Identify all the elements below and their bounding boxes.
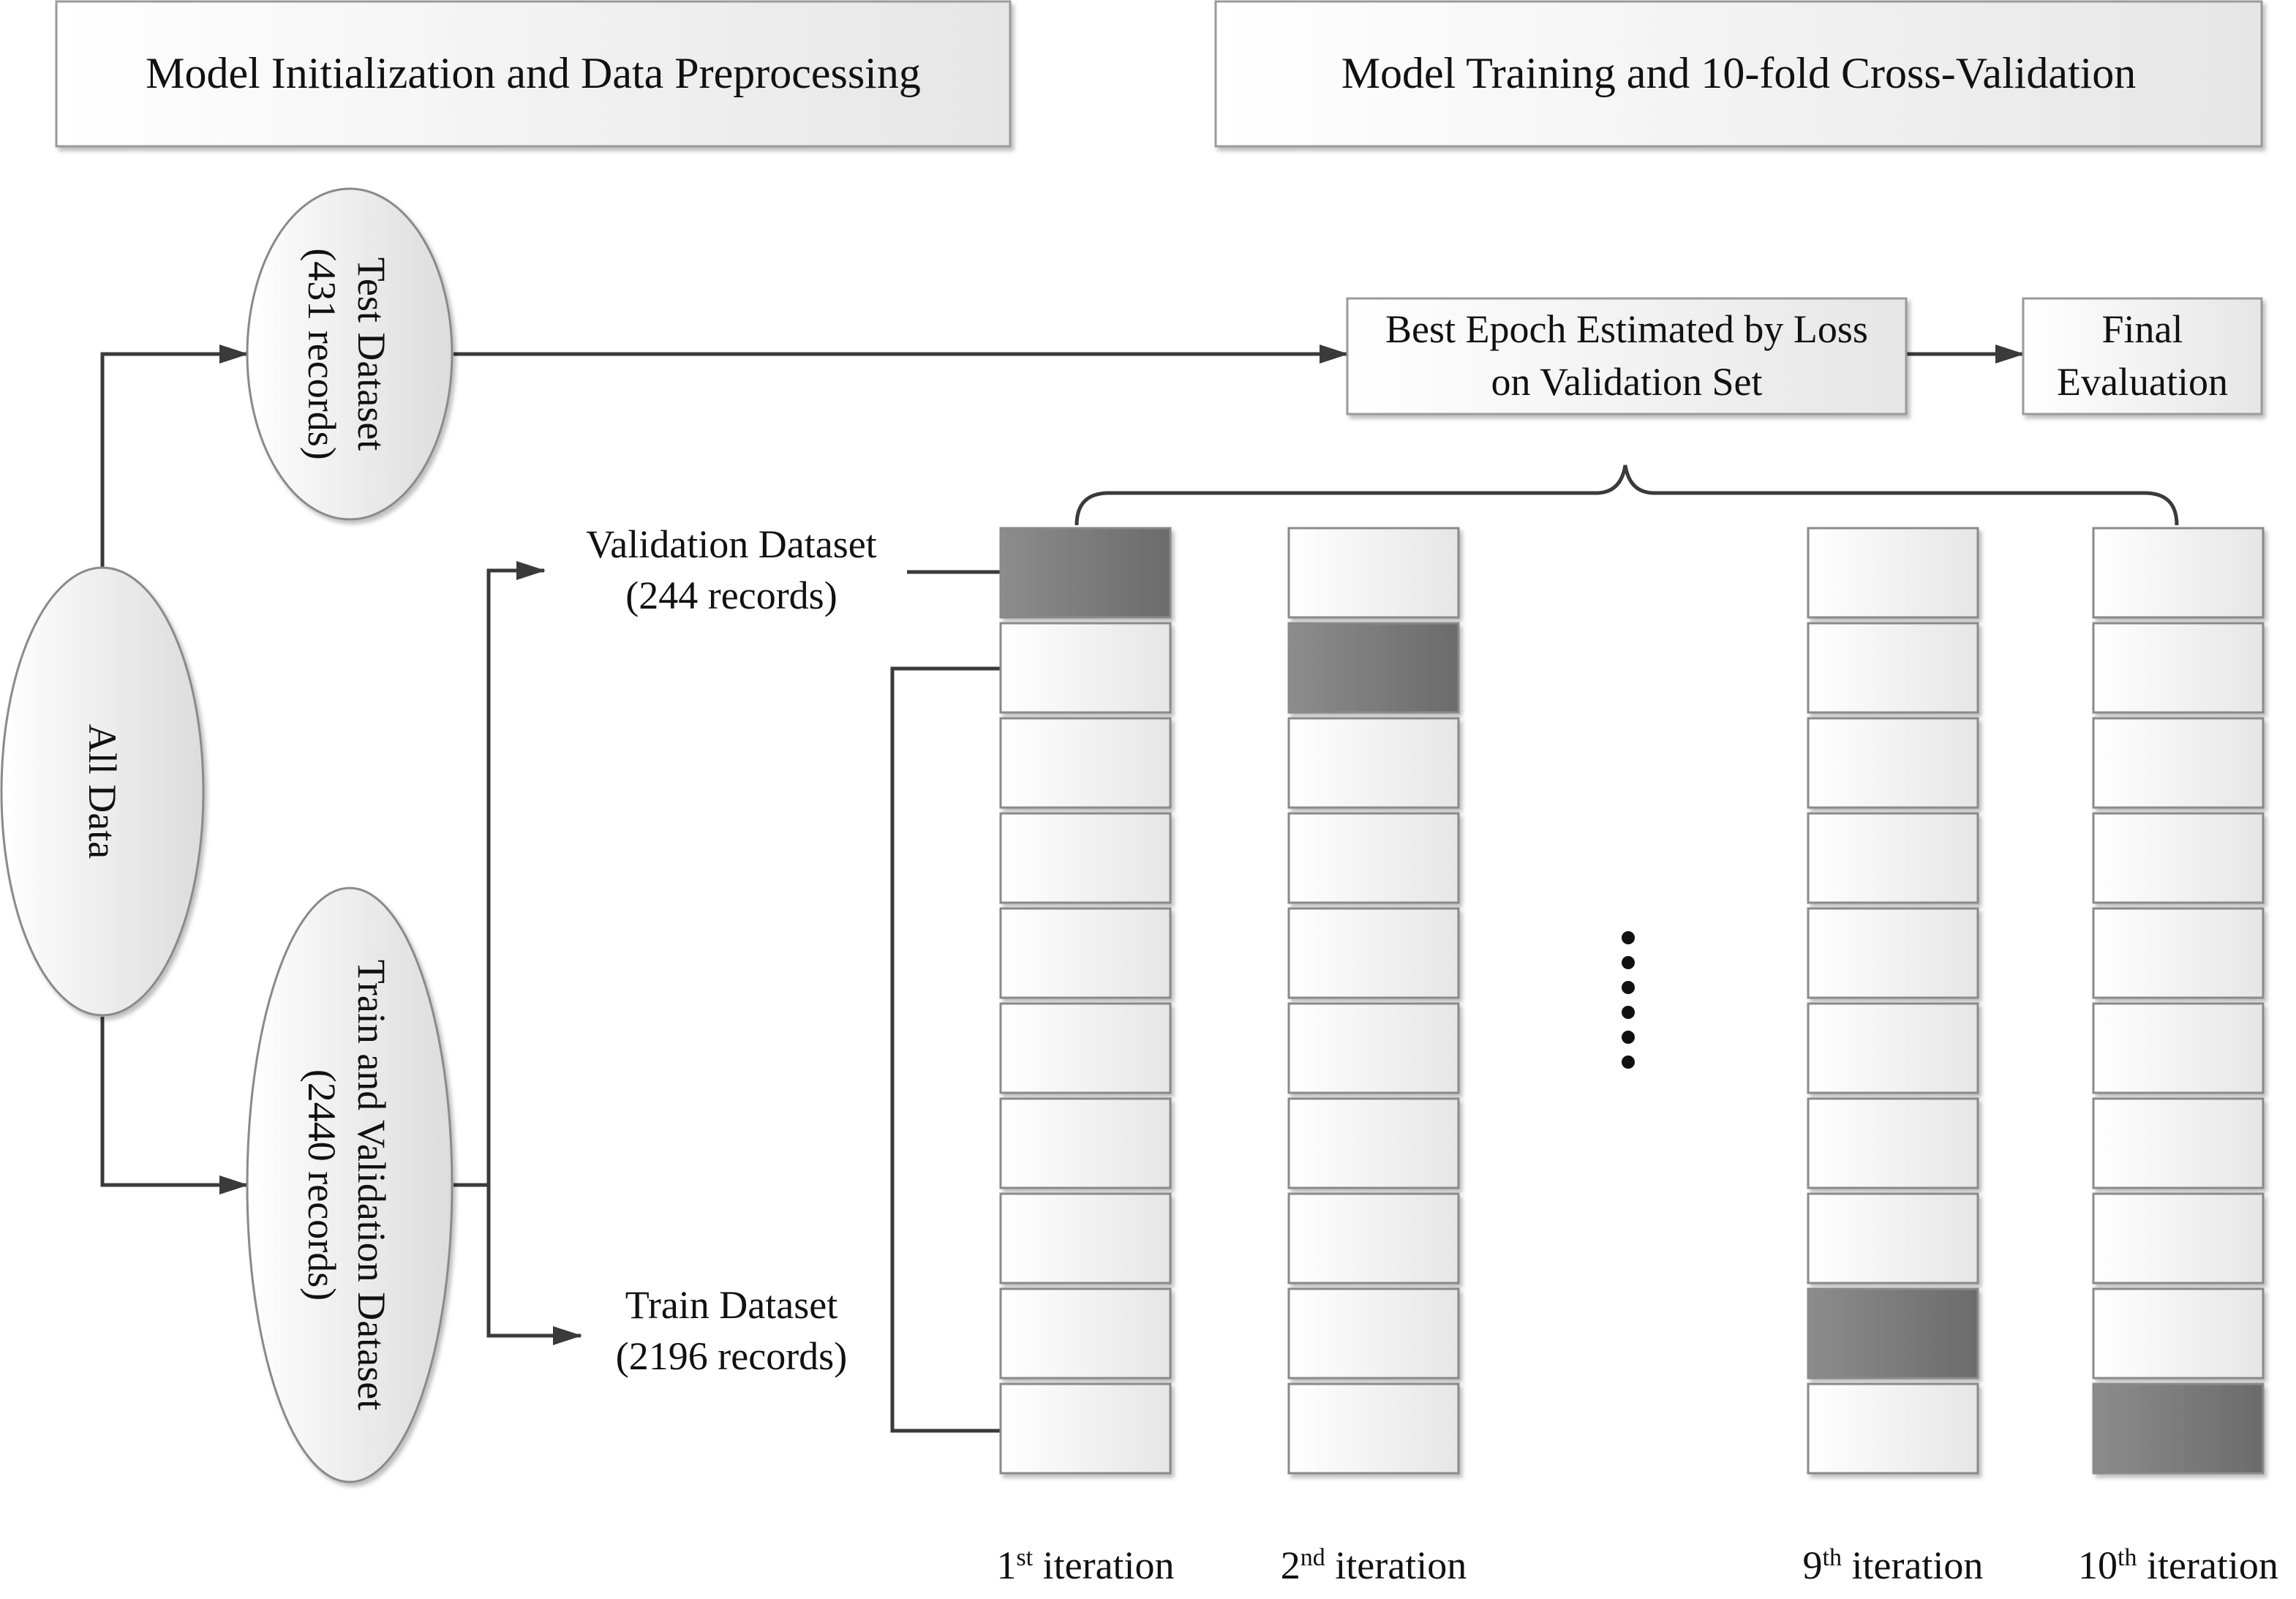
iteration-word: iteration <box>1033 1543 1174 1587</box>
all-data-label: All Data <box>80 724 124 859</box>
train-fold <box>999 1097 1172 1189</box>
train-fold <box>1807 527 1979 619</box>
train-dataset-label: Train Dataset (2196 records) <box>616 1283 847 1378</box>
test-dataset-label: Test Dataset <box>350 257 394 451</box>
iteration-number: 9 <box>1803 1543 1823 1587</box>
train-fold <box>1287 1382 1460 1475</box>
validation-dataset-count: (244 records) <box>625 573 837 617</box>
fold-column-9: 9th iteration <box>1803 527 1984 1587</box>
train-dataset-count: (2196 records) <box>616 1334 847 1378</box>
connectors <box>100 345 2179 1433</box>
train-fold <box>1287 1287 1460 1380</box>
train-fold <box>1807 907 1979 999</box>
train-fold <box>1287 527 1460 619</box>
train-fold <box>1287 907 1460 999</box>
train-fold <box>1287 717 1460 809</box>
train-fold <box>2092 1002 2265 1094</box>
validation-fold <box>2092 1382 2265 1475</box>
train-fold <box>2092 1097 2265 1189</box>
train-fold <box>1807 812 1979 904</box>
iterations-ellipsis <box>1622 931 1635 1069</box>
all-data-node: All Data <box>0 566 205 1017</box>
header-right: Model Training and 10-fold Cross-Validat… <box>1214 0 2263 148</box>
iteration-suffix: st <box>1016 1544 1033 1571</box>
train-fold <box>999 622 1172 714</box>
train-fold <box>999 1287 1172 1380</box>
fold-group-brace <box>1074 464 2179 526</box>
header-left: Model Initialization and Data Preprocess… <box>55 0 1012 148</box>
validation-dataset-label: Validation Dataset (244 records) <box>586 522 876 617</box>
train-fold <box>2092 812 2265 904</box>
train-fold <box>2092 1287 2265 1380</box>
train-fold <box>999 1192 1172 1284</box>
iteration-word: iteration <box>1842 1543 1983 1587</box>
iteration-number: 2 <box>1281 1543 1301 1587</box>
final-evaluation-line1: Final <box>2101 307 2183 351</box>
iteration-number: 10 <box>2078 1543 2118 1587</box>
train-fold <box>2092 1192 2265 1284</box>
train-fold <box>2092 907 2265 999</box>
train-fold <box>1807 717 1979 809</box>
train-fold <box>1807 622 1979 714</box>
validation-dataset-title: Validation Dataset <box>586 522 876 566</box>
best-epoch-line1: Best Epoch Estimated by Loss <box>1385 307 1868 351</box>
train-fold <box>999 1002 1172 1094</box>
train-fold <box>1807 1002 1979 1094</box>
validation-fold <box>1807 1287 1979 1380</box>
header-right-title: Model Training and 10-fold Cross-Validat… <box>1341 49 2137 97</box>
iteration-suffix: th <box>1823 1544 1842 1571</box>
header-left-title: Model Initialization and Data Preprocess… <box>146 49 921 97</box>
iteration-number: 1 <box>996 1543 1016 1587</box>
train-fold <box>999 907 1172 999</box>
best-epoch-line2: on Validation Set <box>1491 360 1763 404</box>
test-dataset-count: (431 records) <box>300 248 344 459</box>
train-fold <box>999 717 1172 809</box>
iteration-label-1: 1st iteration <box>996 1543 1174 1587</box>
train-fold <box>2092 717 2265 809</box>
fold-column-1: 1st iteration <box>996 527 1175 1587</box>
test-dataset-node: Test Dataset (431 records) <box>246 187 453 521</box>
train-fold <box>2092 622 2265 714</box>
train-fold <box>1287 1192 1460 1284</box>
final-evaluation-line2: Evaluation <box>2057 360 2228 404</box>
train-fold <box>1807 1097 1979 1189</box>
train-fold <box>2092 527 2265 619</box>
train-fold <box>999 812 1172 904</box>
validation-fold <box>1287 622 1460 714</box>
train-fold <box>1287 1002 1460 1094</box>
iteration-word: iteration <box>1325 1543 1467 1587</box>
final-evaluation-box: Final Evaluation <box>2022 297 2263 415</box>
iteration-word: iteration <box>2137 1543 2278 1587</box>
validation-fold <box>999 527 1172 619</box>
fold-column-10: 10th iteration <box>2078 527 2278 1587</box>
iteration-label-9: 9th iteration <box>1803 1543 1984 1587</box>
iteration-suffix: nd <box>1301 1544 1325 1571</box>
best-epoch-box: Best Epoch Estimated by Loss on Validati… <box>1346 297 1908 415</box>
train-fold <box>1287 1097 1460 1189</box>
iteration-label-2: 2nd iteration <box>1281 1543 1467 1587</box>
train-fold <box>1287 812 1460 904</box>
train-val-dataset-node: Train and Validation Dataset (2440 recor… <box>246 887 453 1483</box>
train-val-dataset-label: Train and Validation Dataset <box>350 960 394 1410</box>
train-val-dataset-count: (2440 records) <box>300 1069 344 1301</box>
fold-column-2: 2nd iteration <box>1281 527 1467 1587</box>
train-fold <box>1807 1382 1979 1475</box>
train-fold <box>1807 1192 1979 1284</box>
train-fold <box>999 1382 1172 1475</box>
iteration-suffix: th <box>2118 1544 2137 1571</box>
iteration-label-10: 10th iteration <box>2078 1543 2278 1587</box>
train-dataset-title: Train Dataset <box>625 1283 838 1327</box>
